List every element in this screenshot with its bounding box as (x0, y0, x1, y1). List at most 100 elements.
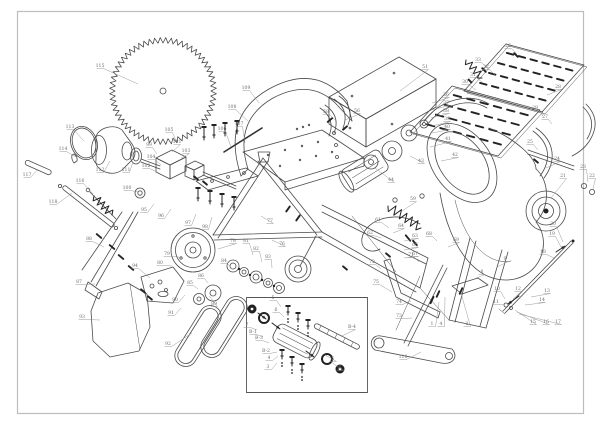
motor (338, 149, 389, 193)
part-label-62: 62 (367, 230, 373, 236)
part-label-58: 58 (323, 109, 329, 115)
part-label-77: 77 (267, 218, 273, 224)
gearbox (134, 149, 259, 199)
leader-line (341, 329, 356, 337)
part-label-B-4: B-4 (348, 324, 356, 330)
part-label-117: 117 (23, 172, 32, 178)
leader-line (324, 354, 338, 362)
part-label-4: 4 (440, 321, 443, 327)
leader-line (78, 319, 101, 321)
leader-line (96, 160, 111, 173)
leader-line (548, 236, 562, 248)
part-label-118: 118 (49, 199, 58, 205)
leader-line (428, 301, 440, 327)
leader-line (496, 261, 509, 268)
part-label-113: 113 (66, 124, 75, 130)
drive-pulleys (363, 119, 429, 170)
leader-line (156, 265, 173, 267)
part-label-101: 101 (173, 139, 182, 145)
saw-blade (109, 37, 217, 145)
leader-line (531, 110, 544, 117)
leader-line (201, 216, 213, 230)
part-label-9: 9 (504, 256, 507, 262)
part-label-28: 28 (555, 84, 561, 90)
tow-bar (370, 335, 456, 364)
part-label-87: 87 (76, 279, 82, 285)
part-label-6: 6 (275, 307, 278, 313)
part-label-63: 63 (412, 233, 418, 239)
leader-line (243, 327, 258, 331)
part-label-79: 79 (164, 251, 170, 257)
leader-line (217, 243, 237, 250)
leader-line (504, 48, 518, 55)
leader-line (447, 242, 460, 248)
part-label-41: 41 (445, 136, 451, 142)
leader-line (171, 144, 182, 153)
part-label-25: 25 (527, 139, 533, 145)
support-leg-beams (81, 211, 139, 300)
leader-line (541, 119, 553, 125)
part-label-7: 7 (246, 322, 249, 328)
part-label-5: 5 (332, 356, 335, 362)
leader-line (588, 178, 596, 190)
shaft-detail-assembly (247, 304, 360, 374)
figure-border (16, 10, 585, 415)
leader-line (180, 153, 190, 159)
leader-line (430, 113, 450, 119)
leader-line (526, 144, 539, 151)
leader-line (430, 105, 450, 111)
part-label-14: 14 (539, 297, 545, 303)
assembly-arrows (257, 245, 566, 358)
leader-line (147, 159, 162, 166)
main-frame (212, 151, 489, 321)
leader-line (437, 296, 446, 327)
part-label-B-3: B-3 (255, 335, 263, 341)
leader-line (518, 313, 562, 325)
leader-line (255, 340, 270, 344)
leader-line (407, 257, 420, 263)
leader-line (142, 168, 158, 173)
leader-line (330, 361, 345, 371)
part-label-18: 18 (540, 249, 546, 255)
leader-line (425, 236, 438, 242)
part-label-99: 99 (146, 142, 152, 148)
leader-line (368, 264, 382, 270)
part-label-104: 104 (147, 154, 156, 160)
part-label-8: 8 (481, 269, 484, 275)
leader-line (403, 247, 419, 251)
strut (395, 264, 448, 347)
part-label-36: 36 (443, 92, 449, 98)
leader-line (197, 278, 209, 284)
leader-line (322, 114, 337, 122)
part-label-B-2: B-2 (262, 348, 270, 354)
part-label-42: 42 (452, 152, 458, 158)
leader-line (461, 84, 477, 91)
part-label-27: 27 (542, 114, 548, 120)
part-label-91: 91 (168, 310, 174, 316)
part-label-94: 94 (132, 263, 138, 269)
leader-line (550, 178, 567, 199)
part-label-97: 97 (185, 220, 191, 226)
leader-line (76, 183, 94, 195)
detail-inset-box (246, 297, 368, 393)
part-label-90: 90 (172, 297, 178, 303)
part-label-12: 12 (515, 286, 521, 292)
leader-line (242, 243, 254, 256)
part-label-112: 112 (96, 167, 105, 173)
part-label-109: 109 (242, 85, 251, 91)
part-label-21: 21 (560, 173, 566, 179)
leader-line (75, 283, 96, 285)
part-label-22: 22 (589, 173, 595, 179)
part-label-84: 84 (221, 258, 227, 264)
part-label-13: 13 (544, 288, 550, 294)
leader-line (23, 168, 39, 178)
leader-line (549, 226, 564, 243)
part-label-68: 68 (426, 231, 432, 237)
leader-line (374, 167, 396, 183)
part-label-72: 72 (369, 259, 375, 265)
part-label-44: 44 (388, 177, 394, 183)
part-label-16: 16 (543, 319, 549, 325)
part-label-82: 82 (253, 246, 259, 252)
part-label-15: 15 (530, 319, 536, 325)
